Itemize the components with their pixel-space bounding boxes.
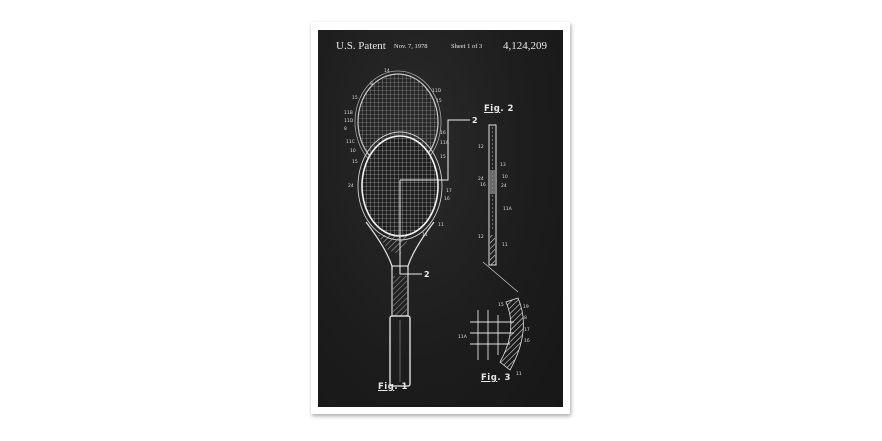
svg-text:10: 10 — [350, 148, 356, 154]
svg-text:24: 24 — [478, 176, 484, 182]
svg-text:11: 11 — [422, 232, 428, 238]
svg-text:11A: 11A — [458, 334, 468, 340]
svg-text:11D: 11D — [344, 118, 354, 124]
svg-text:17: 17 — [446, 188, 452, 194]
svg-text:12: 12 — [478, 234, 484, 240]
svg-text:14: 14 — [384, 68, 390, 74]
racket-side-profile: 12 13 10 24 16 24 11A 12 11 — [478, 124, 513, 266]
svg-text:10: 10 — [502, 174, 508, 180]
svg-text:11: 11 — [438, 222, 444, 228]
svg-text:2: 2 — [472, 116, 478, 125]
svg-text:11C: 11C — [346, 139, 355, 145]
figure-2-label: Fig. 2 — [484, 104, 514, 114]
poster-frame: U.S. Patent Nov. 7, 1978 Sheet 1 of 3 4,… — [311, 22, 570, 414]
patent-label: U.S. Patent — [336, 40, 386, 52]
svg-text:13: 13 — [500, 162, 506, 168]
chalkboard-patent-drawing: U.S. Patent Nov. 7, 1978 Sheet 1 of 3 4,… — [318, 30, 563, 407]
svg-text:15: 15 — [352, 95, 358, 101]
svg-text:11D: 11D — [432, 88, 442, 94]
figure-1-label: Fig. 1 — [378, 382, 408, 392]
svg-text:16: 16 — [440, 130, 446, 136]
svg-text:11A: 11A — [440, 140, 450, 146]
svg-text:19: 19 — [523, 304, 529, 310]
svg-text:15: 15 — [352, 159, 358, 165]
tennis-racket-drawing: 2 2 14 8 15 11B 11D 8 11C 10 15 24 11D 1… — [344, 68, 530, 387]
svg-text:24: 24 — [348, 183, 354, 189]
svg-text:15: 15 — [440, 154, 446, 160]
svg-text:8: 8 — [524, 315, 527, 321]
svg-text:15: 15 — [436, 98, 442, 104]
svg-text:11: 11 — [502, 242, 508, 248]
svg-text:16: 16 — [444, 196, 450, 202]
svg-text:16: 16 — [480, 182, 486, 188]
svg-text:11: 11 — [516, 371, 522, 377]
svg-text:8: 8 — [370, 81, 373, 87]
svg-text:17: 17 — [524, 327, 530, 333]
svg-text:11A: 11A — [503, 206, 513, 212]
svg-text:8: 8 — [344, 126, 347, 132]
svg-text:11B: 11B — [344, 110, 353, 116]
section-detail: 15 19 8 11A 17 16 11 — [458, 261, 530, 377]
svg-text:2: 2 — [424, 270, 430, 279]
svg-text:24: 24 — [501, 183, 507, 189]
patent-number: 4,124,209 — [503, 40, 547, 52]
svg-text:12: 12 — [478, 144, 484, 150]
figure-3-label: Fig. 3 — [481, 373, 511, 383]
svg-text:16: 16 — [524, 338, 530, 344]
svg-text:15: 15 — [498, 302, 504, 308]
sheet-number: Sheet 1 of 3 — [451, 43, 483, 50]
patent-date: Nov. 7, 1978 — [394, 43, 428, 50]
